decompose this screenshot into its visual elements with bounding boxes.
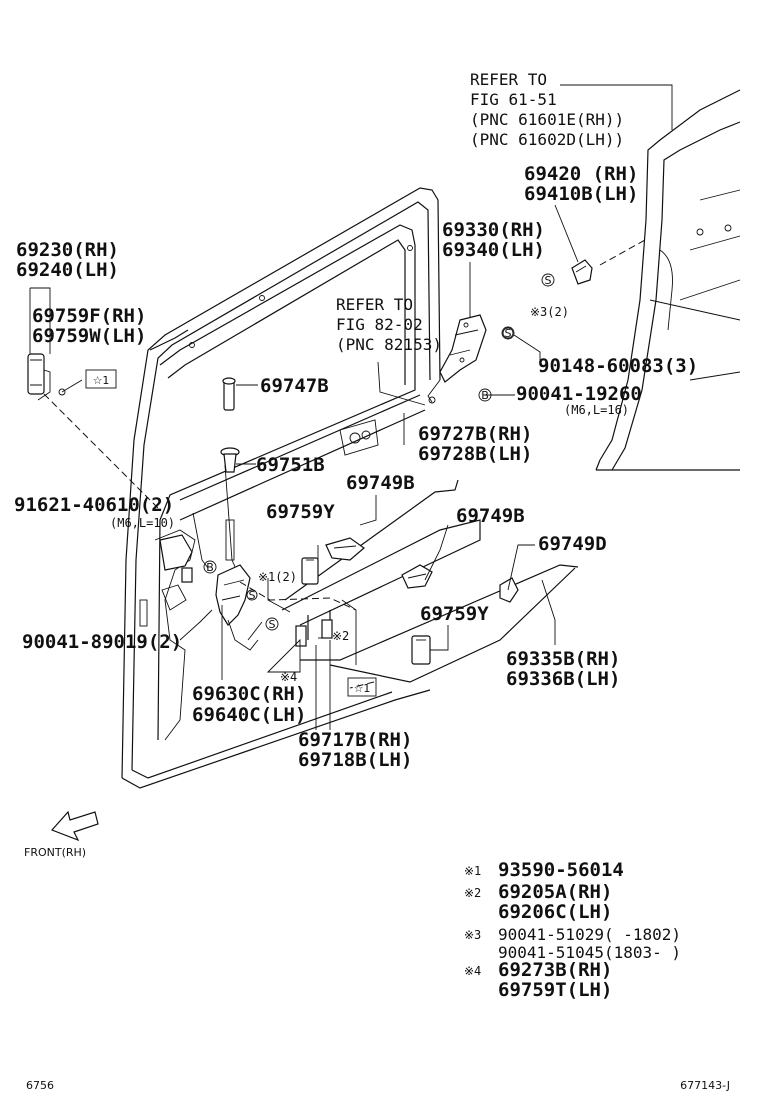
p69749D: 69749D bbox=[538, 533, 607, 555]
p69630C-rh: 69630C(RH) bbox=[192, 683, 306, 705]
refer1-line1: REFER TO bbox=[470, 70, 547, 89]
p90041-19260-spec: (M6,L=16) bbox=[564, 403, 629, 417]
p69759F-rh: 69759F(RH) bbox=[32, 305, 146, 327]
p90041-89019: 90041-89019(2) bbox=[22, 631, 182, 653]
door-remote-control-part[interactable] bbox=[181, 564, 259, 651]
star-mark-1: ☆1 bbox=[85, 369, 117, 389]
rod-protector-part-1[interactable] bbox=[301, 557, 319, 585]
s-mark-2: S bbox=[501, 326, 515, 340]
p90041-19260: 90041-19260 bbox=[516, 383, 642, 405]
callouts: REFER TO FIG 61-51 (PNC 61601E(RH)) (PNC… bbox=[14, 70, 698, 771]
p69420-rh: 69420 (RH) bbox=[524, 163, 638, 185]
p69749B-2: 69749B bbox=[456, 505, 525, 527]
s2-label: ※2 bbox=[332, 629, 349, 643]
footer-right: 677143-J bbox=[680, 1079, 730, 1092]
p69330-lh: 69340(LH) bbox=[442, 239, 545, 261]
clamp-s4[interactable] bbox=[295, 625, 307, 647]
front-label: FRONT(RH) bbox=[24, 846, 86, 859]
s-mark-3: S bbox=[265, 617, 279, 631]
symbols: S S S S B B ☆1 ☆1 bbox=[85, 273, 555, 697]
s4-label: ※4 bbox=[280, 670, 297, 684]
clamp-s2[interactable] bbox=[321, 619, 333, 639]
svg-text:☆1: ☆1 bbox=[354, 682, 371, 695]
svg-text:S: S bbox=[269, 618, 276, 631]
p69335B-lh: 69336B(LH) bbox=[506, 668, 620, 690]
door-striker-part[interactable] bbox=[571, 259, 593, 285]
p91621-spec: (M6,L=10) bbox=[110, 516, 175, 530]
p69759Y-2: 69759Y bbox=[420, 603, 489, 625]
s3-2-label: ※3(2) bbox=[530, 305, 569, 319]
p69717B-rh: 69717B(RH) bbox=[298, 729, 412, 751]
svg-text:B: B bbox=[206, 561, 214, 574]
p69759Y-1: 69759Y bbox=[266, 501, 335, 523]
s-mark-1: S bbox=[541, 273, 555, 287]
refer1-line2: FIG 61-51 bbox=[470, 90, 557, 109]
p69747B: 69747B bbox=[260, 375, 329, 397]
legend-3-line2: 90041-51045(1803- ) bbox=[498, 943, 681, 962]
s1-2-label: ※1(2) bbox=[258, 570, 297, 584]
p90148: 90148-60083(3) bbox=[538, 355, 698, 377]
legend-4-line2: 69759T(LH) bbox=[498, 979, 612, 1001]
legend-4-mark: ※4 bbox=[464, 964, 481, 978]
rod-clip-part-2[interactable] bbox=[401, 564, 433, 589]
refer1-line4: (PNC 61602D(LH)) bbox=[470, 130, 624, 149]
svg-text:☆1: ☆1 bbox=[93, 374, 110, 387]
svg-text:S: S bbox=[545, 274, 552, 287]
svg-text:S: S bbox=[505, 327, 512, 340]
p69630C-lh: 69640C(LH) bbox=[192, 704, 306, 726]
knob-bezel-part[interactable] bbox=[220, 447, 240, 473]
rod-clip-part-3[interactable] bbox=[499, 577, 519, 603]
p69717B-lh: 69718B(LH) bbox=[298, 749, 412, 771]
rod-protector-part-2[interactable] bbox=[411, 635, 431, 665]
legend-2-mark: ※2 bbox=[464, 886, 481, 900]
rear-door-lock-part[interactable] bbox=[427, 314, 487, 404]
legend-3-line1: 90041-51029( -1802) bbox=[498, 925, 681, 944]
p69230-lh: 69240(LH) bbox=[16, 259, 119, 281]
b-mark-2: B bbox=[203, 560, 217, 574]
front-lock-part[interactable] bbox=[159, 534, 193, 611]
refer2-line1: REFER TO bbox=[336, 295, 413, 314]
s-mark-4: S bbox=[246, 589, 258, 602]
refer2-line2: FIG 82-02 bbox=[336, 315, 423, 334]
legend-1-line1: 93590-56014 bbox=[498, 859, 624, 881]
footer-left: 6756 bbox=[26, 1079, 54, 1092]
legend-1-mark: ※1 bbox=[464, 864, 481, 878]
outside-handle-part[interactable] bbox=[27, 353, 66, 401]
body-pillar bbox=[595, 89, 741, 471]
p69749B-1: 69749B bbox=[346, 472, 415, 494]
p69420-lh: 69410B(LH) bbox=[524, 183, 638, 205]
star-mark-2: ☆1 bbox=[347, 677, 377, 697]
p69335B-rh: 69335B(RH) bbox=[506, 648, 620, 670]
p69759F-lh: 69759W(LH) bbox=[32, 325, 146, 347]
legend-2-line2: 69206C(LH) bbox=[498, 901, 612, 923]
p91621: 91621-40610(2) bbox=[14, 494, 174, 516]
legend-4-line1: 69273B(RH) bbox=[498, 959, 612, 981]
legend-3-mark: ※3 bbox=[464, 928, 481, 942]
svg-text:B: B bbox=[481, 389, 489, 402]
leaders bbox=[29, 84, 673, 730]
lock-knob-part[interactable] bbox=[222, 377, 236, 411]
svg-text:S: S bbox=[249, 589, 256, 602]
p69330-rh: 69330(RH) bbox=[442, 219, 545, 241]
legend: ※1 93590-56014 ※2 69205A(RH) 69206C(LH) … bbox=[464, 859, 681, 1001]
parts bbox=[27, 259, 593, 665]
sliding-door bbox=[121, 187, 441, 789]
p69751B: 69751B bbox=[256, 454, 325, 476]
p69727B-lh: 69728B(LH) bbox=[418, 443, 532, 465]
b-mark-1: B bbox=[478, 388, 492, 402]
refer1-line3: (PNC 61601E(RH)) bbox=[470, 110, 624, 129]
legend-2-line1: 69205A(RH) bbox=[498, 881, 612, 903]
refer2-line3: (PNC 82153) bbox=[336, 335, 442, 354]
front-arrow: FRONT(RH) bbox=[24, 810, 99, 859]
p69230-rh: 69230(RH) bbox=[16, 239, 119, 261]
p69727B-rh: 69727B(RH) bbox=[418, 423, 532, 445]
rod-clip-part-1[interactable] bbox=[325, 537, 365, 561]
